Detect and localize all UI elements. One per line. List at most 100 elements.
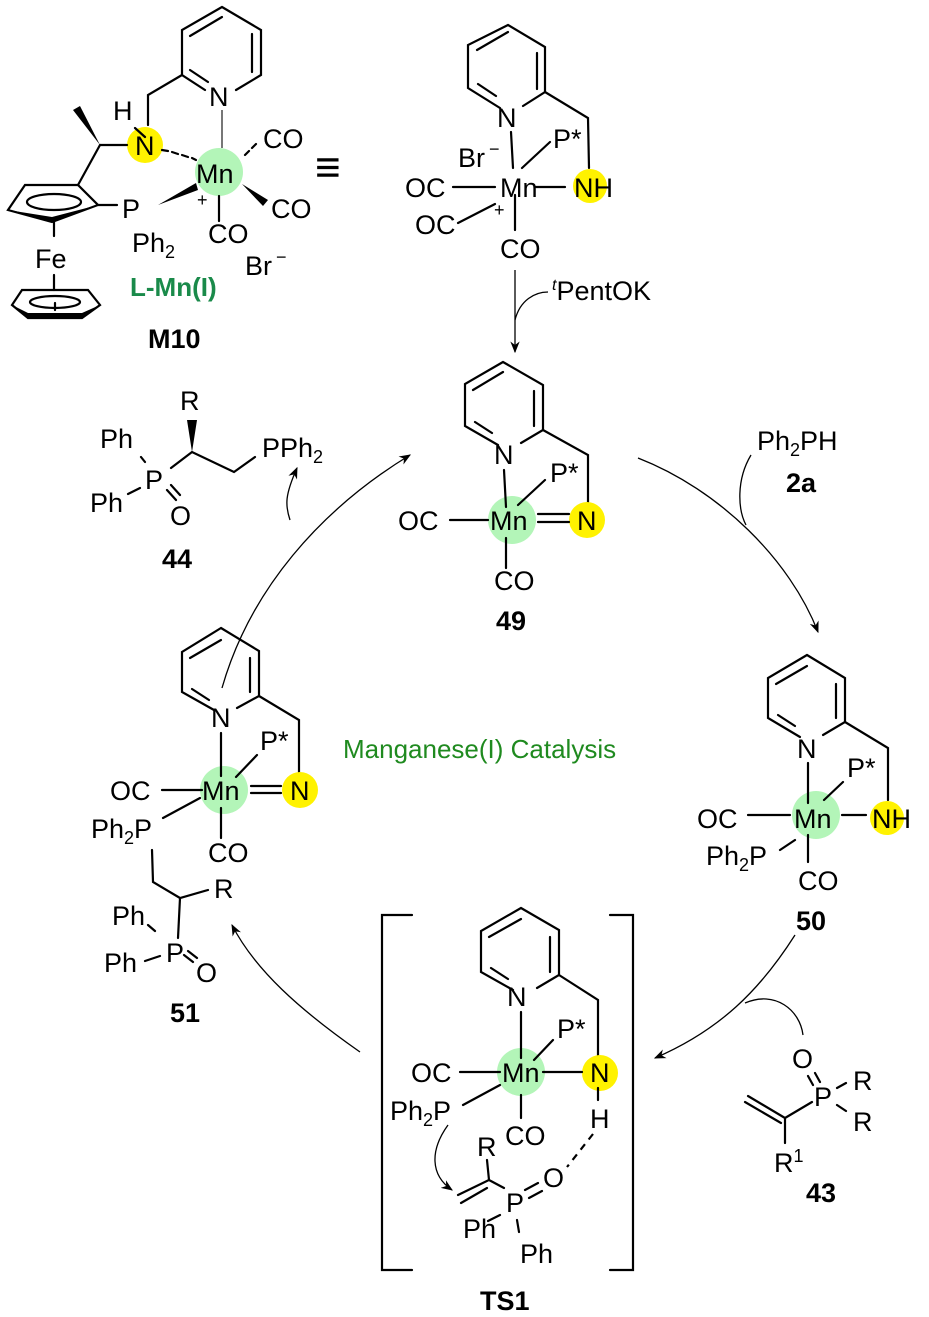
product-release-arrow (286, 466, 298, 521)
atom-co-2: CO (271, 194, 312, 224)
amine-n-highlight (127, 127, 163, 163)
product-44: R Ph P Ph O PPh2 44 (90, 386, 323, 574)
cycle-arrow-ts1-to-51 (231, 923, 361, 1053)
atom-r: R (180, 386, 200, 416)
bracket-left (380, 913, 414, 1272)
atom-p-oxide: P (166, 938, 184, 968)
atom-n-pyridine: N (209, 82, 229, 112)
atom-mn: Mn (502, 1058, 540, 1088)
cycle-arrow-49-to-50 (637, 457, 819, 634)
bracket-right (608, 913, 635, 1272)
ferrocene (6, 183, 102, 320)
atom-oc-1: OC (405, 173, 446, 203)
atom-p: P (145, 465, 163, 495)
cycle-arrow-50-to-ts1 (653, 934, 796, 1059)
atom-pph2: PPh2 (262, 433, 323, 467)
base-reagent: tPentOK (552, 276, 651, 306)
reagent-43-curve (744, 998, 804, 1036)
atom-ph-2: Ph (520, 1239, 553, 1269)
cycle-arrow-51-to-49 (221, 454, 411, 689)
atom-nh: NH (574, 173, 613, 203)
bromide: Br− (245, 247, 287, 281)
atom-o: O (196, 958, 217, 988)
charge-plus: + (197, 190, 208, 210)
atom-co-1: CO (263, 124, 304, 154)
atom-p-oxide: P (506, 1188, 524, 1218)
atom-fe: Fe (35, 244, 67, 274)
intermediate-51: N P* OC Mn N Ph2P CO R Ph P Ph O 51 (91, 626, 318, 1028)
compound-label-43: 43 (806, 1178, 836, 1208)
intermediate-49: N P* OC Mn N CO 49 (398, 360, 605, 636)
atom-co: CO (798, 866, 839, 896)
hydrogen-bond (566, 1133, 594, 1168)
atom-o: O (170, 501, 191, 531)
atom-r: R (214, 874, 234, 904)
atom-p: P (814, 1082, 832, 1112)
atom-ph-1: Ph (100, 424, 133, 454)
atom-o: O (543, 1163, 564, 1193)
atom-r-1: R (853, 1066, 873, 1096)
atom-mn: Mn (490, 506, 528, 536)
intermediate-50: N P* OC Mn NH Ph2P CO 50 (697, 653, 911, 936)
atom-n-pyridine: N (497, 103, 517, 133)
cycle-title: Manganese(I) Catalysis (343, 734, 616, 764)
atom-ph: Ph2 (132, 228, 175, 262)
atom-p-star: P* (550, 458, 579, 488)
amine-n-highlight (582, 1055, 618, 1091)
amine-n-highlight (573, 169, 607, 203)
atom-h: H (590, 1104, 610, 1134)
atom-h: H (113, 96, 133, 126)
atom-p-star: P* (260, 726, 289, 756)
atom-n-pyridine: N (797, 734, 817, 764)
atom-n-pyridine: N (507, 982, 527, 1012)
mn-highlight (488, 496, 536, 544)
atom-n-pyridine: N (211, 703, 231, 733)
compound-label-ts1: TS1 (480, 1286, 530, 1316)
atom-mn: Mn (196, 159, 234, 189)
atom-r-2: R (853, 1107, 873, 1137)
nucleophilic-attack-arrow (434, 1124, 453, 1191)
pyridine-ring (146, 5, 263, 127)
reagent-2a-formula: Ph2PH (757, 426, 838, 460)
atom-ph2p: Ph2P (706, 841, 767, 875)
atom-n-amide: N (590, 1058, 610, 1088)
precatalyst-simplified: N Br− P* OC Mn NH OC + CO (405, 23, 613, 264)
atom-oc-2: OC (415, 210, 456, 240)
atom-mn: Mn (500, 173, 538, 203)
transition-state-ts1: N P* OC Mn N H Ph2P CO R O P Ph Ph TS1 (380, 906, 635, 1316)
atom-mn: Mn (794, 804, 832, 834)
atom-ph-2: Ph (104, 948, 137, 978)
atom-n-imido: N (577, 506, 597, 536)
atom-r1-substituent: R1 (774, 1146, 804, 1178)
atom-ph2p: Ph2P (390, 1096, 451, 1130)
base-curve (514, 291, 549, 321)
atom-mn: Mn (202, 776, 240, 806)
atom-p-star: P* (553, 124, 582, 154)
mn-highlight (195, 148, 243, 196)
compound-label-49: 49 (496, 606, 526, 636)
atom-p: P (122, 194, 140, 224)
reagent-2a-curve (739, 454, 752, 526)
atom-co-3: CO (208, 219, 249, 249)
atom-oc: OC (411, 1058, 452, 1088)
charge-plus: + (494, 200, 505, 220)
atom-co: CO (500, 234, 541, 264)
atom-n-imido: N (290, 776, 310, 806)
atom-o: O (792, 1044, 813, 1074)
mn-highlight (792, 791, 840, 839)
atom-n-pyridine: N (494, 440, 514, 470)
atom-co: CO (208, 838, 249, 868)
atom-co: CO (505, 1121, 546, 1151)
atom-co: CO (494, 566, 535, 596)
atom-p-star: P* (847, 753, 876, 783)
atom-ph2p: Ph2P (91, 814, 152, 848)
reagent-43: O P R R R1 43 (743, 1044, 873, 1208)
compound-label-44: 44 (162, 544, 192, 574)
imido-n-highlight (569, 502, 605, 538)
atom-ph-1: Ph (112, 901, 145, 931)
compound-label-m10: M10 (148, 324, 201, 354)
atom-nh: NH (872, 804, 911, 834)
equivalence-symbol: ≡ (315, 143, 341, 192)
imido-n-highlight (282, 772, 318, 808)
